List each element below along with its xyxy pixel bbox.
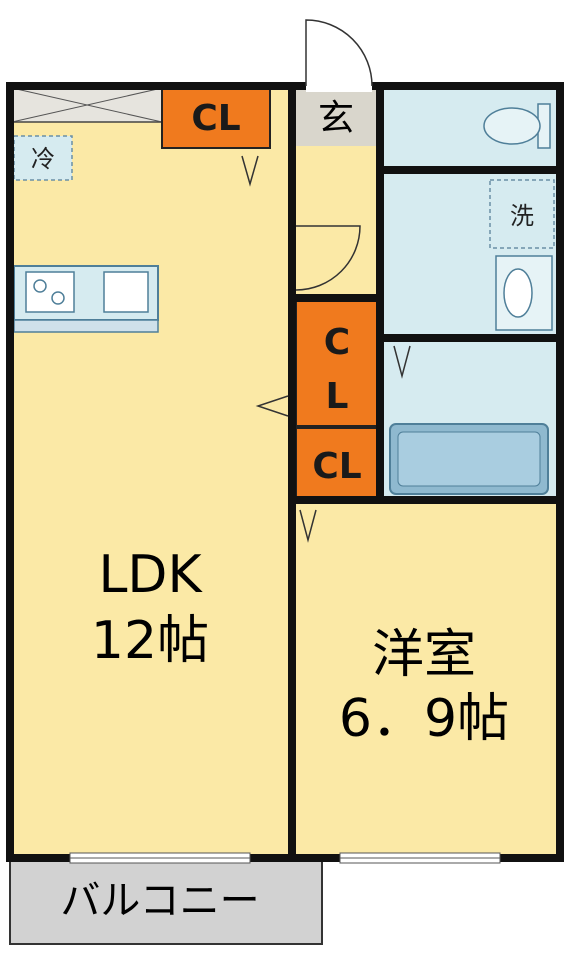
washer-box [489,179,555,249]
balcony-label: バルコニー [60,878,259,924]
closet-middle-label-l: L [326,376,349,417]
closet-lower-label: CL [312,446,361,487]
burner-icon [51,291,65,305]
closet-middle-label-c: C [324,322,350,363]
closet-top-label: CL [191,98,240,139]
stove [25,271,75,313]
sink [103,271,149,313]
ldk-floor [10,86,292,858]
front-door-swing [305,19,373,87]
western-room-floor [292,500,560,858]
hall-door-swing [295,225,361,291]
hallway-floor [292,146,380,300]
basin-bowl-icon [503,268,533,318]
western-room-size: 6．9帖 [339,689,509,749]
western-room-name: 洋室 [372,625,476,685]
entrance-label: 玄 [318,98,354,139]
closet-top [161,85,271,149]
door-markers [241,155,411,543]
walls [6,82,564,862]
burner-icon [33,279,47,293]
toilet-icon [483,107,541,145]
ldk-size: 12帖 [91,611,209,671]
balcony-area [9,857,323,945]
washer-label: 洗 [510,202,534,230]
fridge-label: 冷 [31,145,55,173]
ldk-name: LDK [98,545,203,605]
front-door-gap [306,80,372,92]
entrance-area [292,86,380,146]
